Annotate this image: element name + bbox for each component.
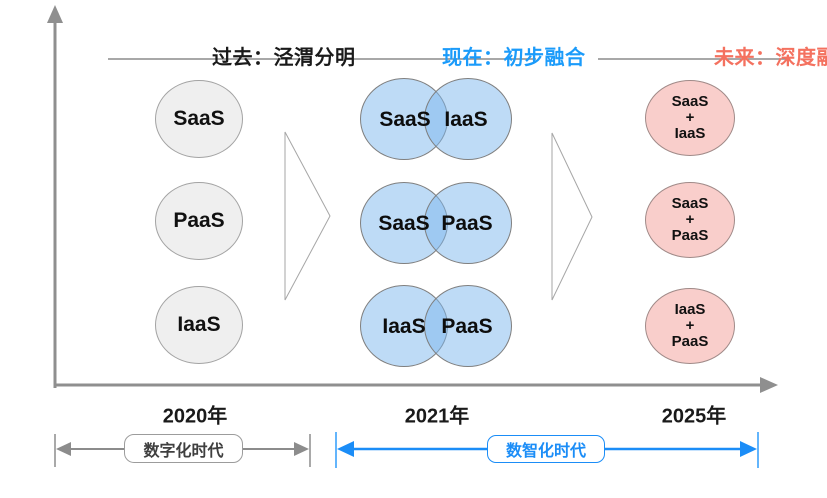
column-title-future: 未来：深度融合	[714, 47, 827, 69]
year-label-2020: 2020年	[162, 405, 228, 428]
venn2-right-label: PaaS	[441, 212, 493, 235]
circle-iaas-label: IaaS	[177, 313, 221, 336]
venn1-right-circle	[424, 78, 512, 160]
year-label-2025: 2025年	[661, 405, 727, 428]
merged2-line1: SaaS	[671, 195, 709, 212]
merged-circle-iaas-paas: IaaS + PaaS	[645, 288, 735, 364]
venn3-right-circle	[424, 285, 512, 367]
merged2-plus: +	[685, 211, 695, 228]
venn3-left-label: IaaS	[382, 315, 426, 338]
x-axis-arrow	[54, 377, 778, 393]
column-title-present: 现在：初步融合	[442, 47, 586, 69]
merged-circle-saas-paas: SaaS + PaaS	[645, 182, 735, 258]
venn1-right-label: IaaS	[444, 108, 488, 131]
digital-era-badge: 数字化时代	[124, 434, 243, 463]
transition-chevron-icon-2	[551, 132, 593, 301]
merged3-line1: IaaS	[674, 301, 706, 318]
digital-intelligence-era-badge: 数智化时代	[487, 435, 605, 463]
y-axis-arrow	[47, 5, 63, 388]
circle-iaas: IaaS	[155, 286, 243, 364]
merged3-plus: +	[685, 317, 695, 334]
merged3-line2: PaaS	[671, 333, 709, 350]
circle-paas-label: PaaS	[173, 209, 225, 232]
circle-saas-label: SaaS	[173, 107, 225, 130]
merged1-line2: IaaS	[674, 125, 706, 142]
year-label-2021: 2021年	[404, 405, 470, 428]
merged2-line2: PaaS	[671, 227, 709, 244]
venn3-right-label: PaaS	[441, 315, 493, 338]
merged1-plus: +	[685, 109, 695, 126]
merged1-line1: SaaS	[671, 93, 709, 110]
digital-intelligence-era-label: 数智化时代	[505, 443, 586, 460]
venn2-right-circle	[424, 182, 512, 264]
digital-era-label: 数字化时代	[143, 442, 224, 460]
venn1-left-label: SaaS	[379, 108, 431, 131]
circle-saas: SaaS	[155, 80, 243, 158]
venn2-left-label: SaaS	[378, 212, 430, 235]
merged-circle-saas-iaas: SaaS + IaaS	[645, 80, 735, 156]
transition-chevron-icon-1	[284, 131, 331, 301]
circle-paas: PaaS	[155, 182, 243, 260]
column-title-past: 过去：泾渭分明	[212, 47, 356, 69]
